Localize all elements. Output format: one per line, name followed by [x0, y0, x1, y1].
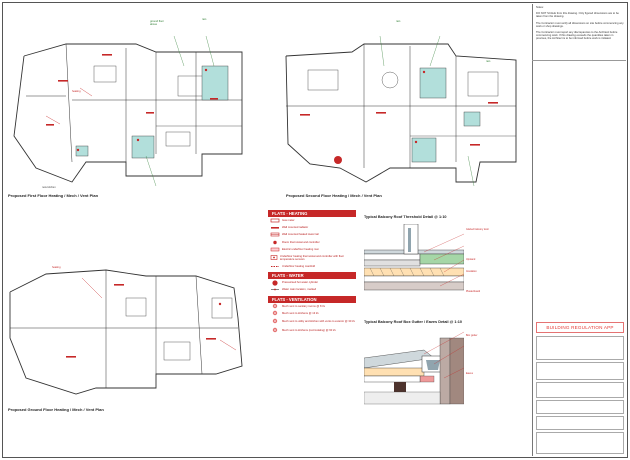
- note-text: The Contractor must report any discrepan…: [536, 31, 618, 41]
- threshold-detail-title: Typical Balcony Roof Threshold Detail @ …: [364, 215, 447, 219]
- legend-item: Mech vent to kitchens (recirculating) @ …: [268, 326, 356, 335]
- second-floor-plan-title: Proposed Second Floor Heating / Mech / V…: [286, 193, 382, 198]
- legend-heading-heating: FLATS - HEATING: [268, 210, 356, 217]
- legend-item: Gas meter: [268, 217, 356, 224]
- mech-vent-icon: [268, 303, 282, 309]
- legend: FLATS - HEATING Gas meter Wall mounted r…: [268, 208, 356, 335]
- detail-annotation: Box gutter: [466, 334, 478, 337]
- detail-annotation: Glazed balcony door: [466, 228, 489, 231]
- title-block: [532, 4, 627, 456]
- threshold-detail: [363, 223, 465, 309]
- legend-heading-ventilation: FLATS - VENTILATION: [268, 295, 356, 303]
- legend-item: Wall mounted heated towel rail: [268, 231, 356, 238]
- legend-item: Pressurised hot water cylinder: [268, 279, 356, 286]
- legend-item: Electric underfloor heating mat: [268, 246, 356, 253]
- legend-item: Underfloor heating thermostat and contro…: [268, 253, 356, 263]
- legend-item: Mech vent to utility and kitchen with ve…: [268, 317, 356, 326]
- general-notes: Notes: DO NOT SCALE from this drawing. O…: [536, 6, 624, 44]
- note-text: DO NOT SCALE from this drawing. Only fig…: [536, 12, 619, 19]
- title-block-cell: [536, 382, 624, 398]
- ground-floor-plan-title: Proposed Ground Floor Heating / Mech / V…: [8, 407, 104, 412]
- ground-floor-plan: [6, 258, 246, 398]
- mech-vent-icon: [268, 327, 282, 333]
- second-floor-plan: [280, 36, 520, 186]
- first-floor-plan-title: Proposed First Floor Heating / Mech / Ve…: [8, 193, 99, 198]
- annotation: rain: [396, 20, 401, 23]
- legend-item: Wall mounted radiator: [268, 224, 356, 231]
- mech-vent-icon: [268, 318, 282, 324]
- first-floor-plan: [6, 36, 246, 186]
- note-text: The Contractor must verify all dimension…: [536, 21, 624, 28]
- annotation: rain: [202, 18, 207, 21]
- title-block-divider: [532, 60, 626, 61]
- mech-vent-icon: [268, 310, 282, 316]
- title-block-cell: [536, 432, 624, 454]
- gutter-detail-title: Typical Balcony Roof Box Gutter / Eaves …: [364, 320, 462, 324]
- gas-meter-icon: [268, 218, 282, 224]
- legend-item: Mech vent to sanitary rooms @ 8 l/s: [268, 303, 356, 310]
- legend-item: Underfloor heating manifold: [268, 263, 356, 270]
- detail-annotation: Upstand: [466, 258, 476, 261]
- gutter-detail: [363, 328, 465, 413]
- room-thermostat-icon: [268, 239, 282, 245]
- legend-item: Mech vent to kitchens @ 13 l/s: [268, 310, 356, 317]
- annotation: rain: [486, 60, 491, 63]
- hot-water-cylinder-icon: [268, 280, 282, 286]
- water-main-icon: [268, 287, 282, 293]
- annotation: heating: [72, 90, 81, 93]
- manifold-icon: [268, 264, 282, 270]
- legend-heading-water: FLATS - WATER: [268, 272, 356, 280]
- title-block-cell: [536, 400, 624, 414]
- detail-annotation: Eaves: [466, 372, 473, 375]
- wall-radiator-icon: [268, 225, 282, 231]
- detail-annotation: Insulation: [466, 270, 477, 273]
- title-block-cell: [536, 416, 624, 430]
- annotation: new kitchen: [42, 186, 56, 189]
- detail-annotation: Plasterboard: [466, 290, 481, 293]
- title-block-cell: [536, 362, 624, 380]
- legend-item: Water main location, marked: [268, 286, 356, 293]
- title-block-cell: [536, 336, 624, 360]
- notes-heading: Notes:: [536, 6, 544, 9]
- legend-item: Room thermostat and controller: [268, 239, 356, 246]
- underfloor-zone-icon: [268, 255, 280, 261]
- underfloor-manifold-icon: [268, 246, 282, 252]
- wall-heater-icon: [268, 232, 282, 238]
- building-regulation-stamp: BUILDING REGULATION APP: [536, 322, 624, 333]
- annotation: heating: [52, 266, 61, 269]
